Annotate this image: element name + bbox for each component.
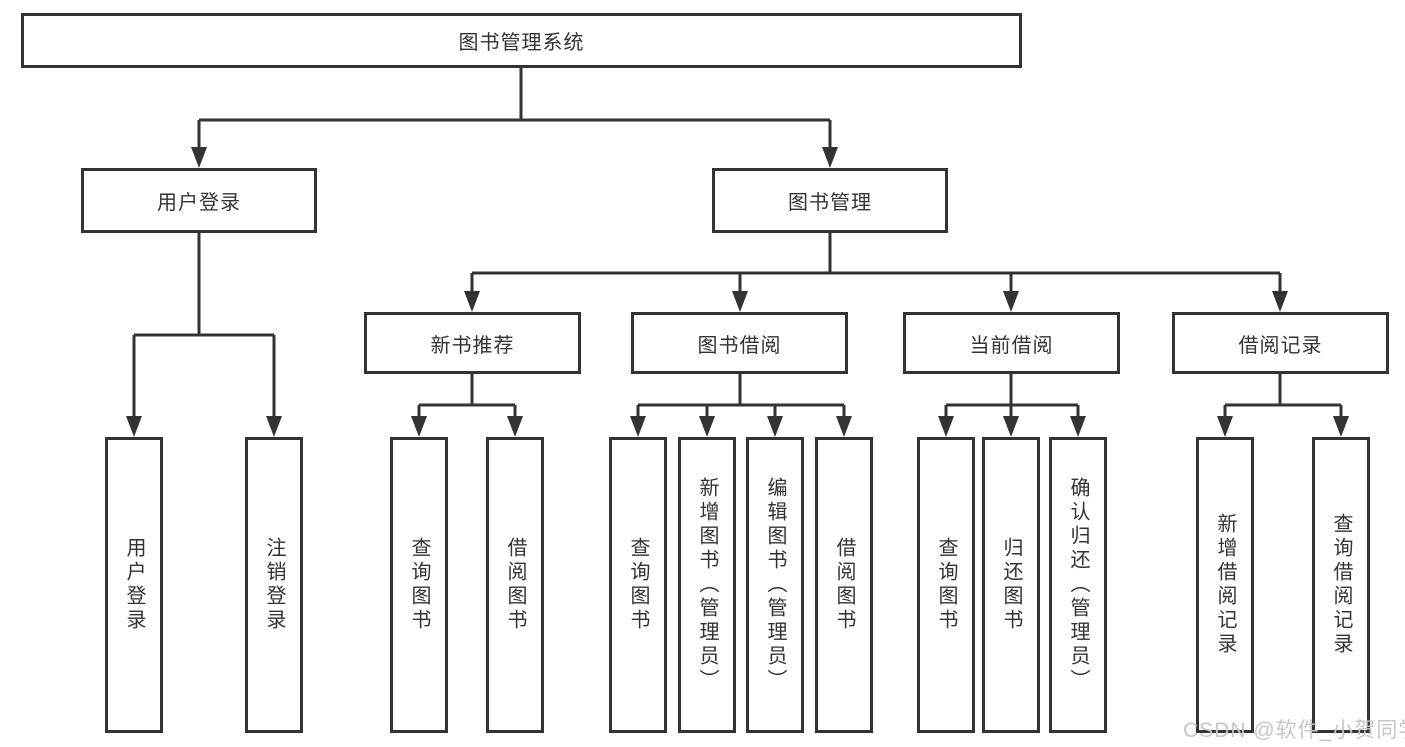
node-label: 新书推荐 xyxy=(430,334,515,357)
leaf-edit-books-admin: 编辑图书（管理员） xyxy=(746,437,804,733)
leaf-confirm-return-admin: 确认归还（管理员） xyxy=(1049,437,1107,733)
leaf-label: 确认归还（管理员） xyxy=(1067,477,1089,693)
node-book-borrowing: 图书借阅 xyxy=(631,312,848,374)
node-book-management-system: 图书管理系统 xyxy=(21,13,1022,68)
leaf-label: 查询图书 xyxy=(935,537,957,633)
node-user-login-branch: 用户登录 xyxy=(81,168,317,233)
node-label: 借阅记录 xyxy=(1238,334,1323,357)
connector-userlogin-to-leaves xyxy=(132,233,276,419)
leaf-label: 新增图书（管理员） xyxy=(696,477,718,693)
connector-bookborrow-to-leaves xyxy=(636,374,846,419)
leaf-query-books-recommend: 查询图书 xyxy=(390,437,448,733)
leaf-borrow-books-recommend: 借阅图书 xyxy=(486,437,544,733)
leaf-query-books-current: 查询图书 xyxy=(917,437,975,733)
connector-bookmgmt-to-level2 xyxy=(470,233,1282,294)
leaf-add-books-admin: 新增图书（管理员） xyxy=(678,437,736,733)
node-label: 当前借阅 xyxy=(969,334,1054,357)
leaf-borrow-books: 借阅图书 xyxy=(815,437,873,733)
leaf-label: 借阅图书 xyxy=(833,537,855,633)
leaf-label: 归还图书 xyxy=(1000,537,1022,633)
arrowheads xyxy=(126,147,1349,437)
node-label: 图书管理系统 xyxy=(458,32,585,54)
leaf-user-login: 用户登录 xyxy=(105,437,163,733)
connector-newbook-to-leaves xyxy=(417,374,517,419)
leaf-add-borrow-record: 新增借阅记录 xyxy=(1196,437,1254,733)
connector-currentborrow-to-leaves xyxy=(944,374,1080,419)
leaf-label: 查询图书 xyxy=(627,537,649,633)
node-current-borrowing: 当前借阅 xyxy=(903,312,1120,374)
leaf-label: 用户登录 xyxy=(123,537,145,633)
csdn-watermark: CSDN @软件_小贺同学 xyxy=(1183,719,1405,742)
leaf-label: 查询图书 xyxy=(408,537,430,633)
leaf-label: 注销登录 xyxy=(263,537,285,633)
leaf-query-borrow-record: 查询借阅记录 xyxy=(1312,437,1370,733)
node-label: 图书管理 xyxy=(788,192,872,214)
leaf-return-books: 归还图书 xyxy=(982,437,1040,733)
node-label: 用户登录 xyxy=(157,192,241,214)
leaf-label: 借阅图书 xyxy=(504,537,526,633)
node-borrowing-records: 借阅记录 xyxy=(1172,312,1389,374)
leaf-label: 查询借阅记录 xyxy=(1330,513,1352,657)
node-label: 图书借阅 xyxy=(697,334,782,357)
leaf-label: 新增借阅记录 xyxy=(1214,513,1236,657)
connector-root-to-level1 xyxy=(197,68,832,150)
connector-records-to-leaves xyxy=(1223,374,1343,419)
leaf-query-books-borrowing: 查询图书 xyxy=(609,437,667,733)
leaf-logout: 注销登录 xyxy=(245,437,303,733)
node-book-management-branch: 图书管理 xyxy=(712,168,948,233)
node-new-book-recommend: 新书推荐 xyxy=(364,312,581,374)
leaf-label: 编辑图书（管理员） xyxy=(764,477,786,693)
